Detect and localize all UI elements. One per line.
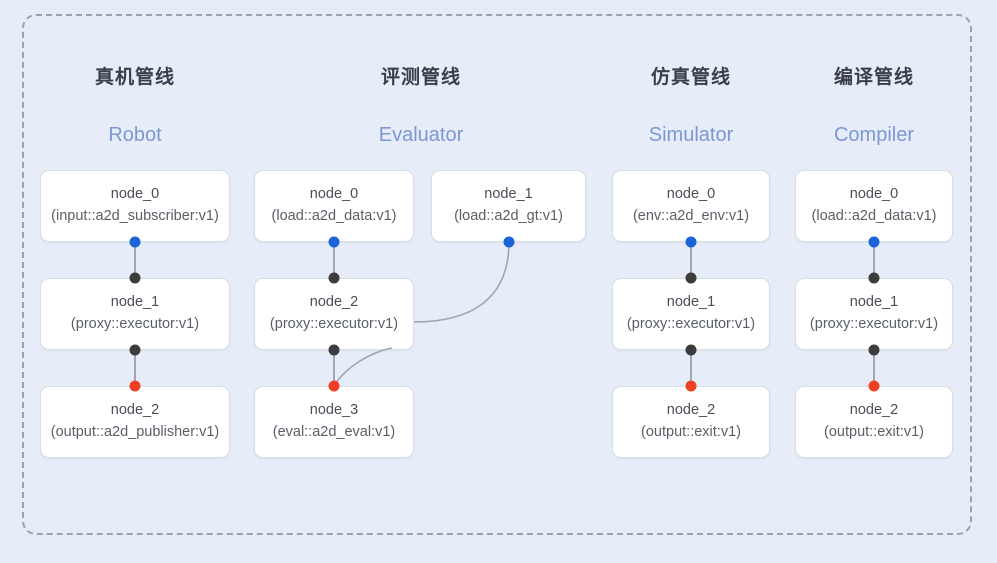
node-compiler-1[interactable]: node_1 (proxy::executor:v1) <box>795 278 953 350</box>
port-input-robot-1[interactable] <box>129 272 141 284</box>
port-output-robot-1[interactable] <box>129 344 141 356</box>
port-input-compiler-2[interactable] <box>868 380 880 392</box>
node-evaluator-0[interactable]: node_0 (load::a2d_data:v1) <box>254 170 414 242</box>
node-spec: (proxy::executor:v1) <box>70 316 200 332</box>
node-id: node_1 <box>110 294 160 311</box>
node-id: node_2 <box>309 294 359 311</box>
node-spec: (load::a2d_data:v1) <box>811 208 937 224</box>
node-robot-2[interactable]: node_2 (output::a2d_publisher:v1) <box>40 386 230 458</box>
node-id: node_2 <box>110 402 160 419</box>
port-output-simulator-1[interactable] <box>685 344 697 356</box>
node-id: node_1 <box>484 186 533 203</box>
node-spec: (output::exit:v1) <box>824 424 924 440</box>
edge-evaluator-0-2 <box>333 242 335 278</box>
node-spec: (eval::a2d_eval:v1) <box>272 424 396 440</box>
node-id: node_0 <box>110 186 160 203</box>
node-robot-0[interactable]: node_0 (input::a2d_subscriber:v1) <box>40 170 230 242</box>
node-spec: (input::a2d_subscriber:v1) <box>51 208 219 224</box>
port-input-evaluator-2[interactable] <box>328 272 340 284</box>
node-id: node_2 <box>849 402 899 419</box>
node-id: node_2 <box>666 402 716 419</box>
edge-compiler-0-1 <box>873 242 875 278</box>
pipeline-panel-border <box>22 14 972 535</box>
node-simulator-2[interactable]: node_2 (output::exit:v1) <box>612 386 770 458</box>
node-id: node_0 <box>849 186 899 203</box>
node-spec: (output::a2d_publisher:v1) <box>50 424 220 440</box>
node-spec: (output::exit:v1) <box>641 424 741 440</box>
node-compiler-2[interactable]: node_2 (output::exit:v1) <box>795 386 953 458</box>
node-spec: (load::a2d_data:v1) <box>271 208 397 224</box>
port-output-evaluator-0[interactable] <box>328 236 340 248</box>
edge-robot-0-1 <box>134 242 136 278</box>
edge-robot-1-2 <box>134 350 136 386</box>
port-output-compiler-0[interactable] <box>868 236 880 248</box>
node-robot-1[interactable]: node_1 (proxy::executor:v1) <box>40 278 230 350</box>
port-input-robot-2[interactable] <box>129 380 141 392</box>
edge-simulator-1-2 <box>690 350 692 386</box>
port-input-simulator-2[interactable] <box>685 380 697 392</box>
node-spec: (env::a2d_env:v1) <box>632 208 750 224</box>
port-output-compiler-1[interactable] <box>868 344 880 356</box>
node-id: node_0 <box>309 186 359 203</box>
node-id: node_1 <box>849 294 899 311</box>
node-spec: (load::a2d_gt:v1) <box>454 208 563 224</box>
node-spec: (proxy::executor:v1) <box>269 316 399 332</box>
node-spec: (proxy::executor:v1) <box>626 316 756 332</box>
edge-simulator-0-1 <box>690 242 692 278</box>
port-output-evaluator-gt[interactable] <box>503 236 515 248</box>
port-output-evaluator-2[interactable] <box>328 344 340 356</box>
node-simulator-1[interactable]: node_1 (proxy::executor:v1) <box>612 278 770 350</box>
node-compiler-0[interactable]: node_0 (load::a2d_data:v1) <box>795 170 953 242</box>
node-spec: (proxy::executor:v1) <box>809 316 939 332</box>
port-output-robot-0[interactable] <box>129 236 141 248</box>
node-id: node_1 <box>666 294 716 311</box>
node-evaluator-2[interactable]: node_2 (proxy::executor:v1) <box>254 278 414 350</box>
node-id: node_3 <box>309 402 359 419</box>
node-evaluator-gt[interactable]: node_1 (load::a2d_gt:v1) <box>431 170 586 242</box>
node-id: node_0 <box>666 186 716 203</box>
port-input-evaluator-3[interactable] <box>328 380 340 392</box>
edge-compiler-1-2 <box>873 350 875 386</box>
port-input-compiler-1[interactable] <box>868 272 880 284</box>
port-input-simulator-1[interactable] <box>685 272 697 284</box>
node-evaluator-3[interactable]: node_3 (eval::a2d_eval:v1) <box>254 386 414 458</box>
port-output-simulator-0[interactable] <box>685 236 697 248</box>
node-simulator-0[interactable]: node_0 (env::a2d_env:v1) <box>612 170 770 242</box>
